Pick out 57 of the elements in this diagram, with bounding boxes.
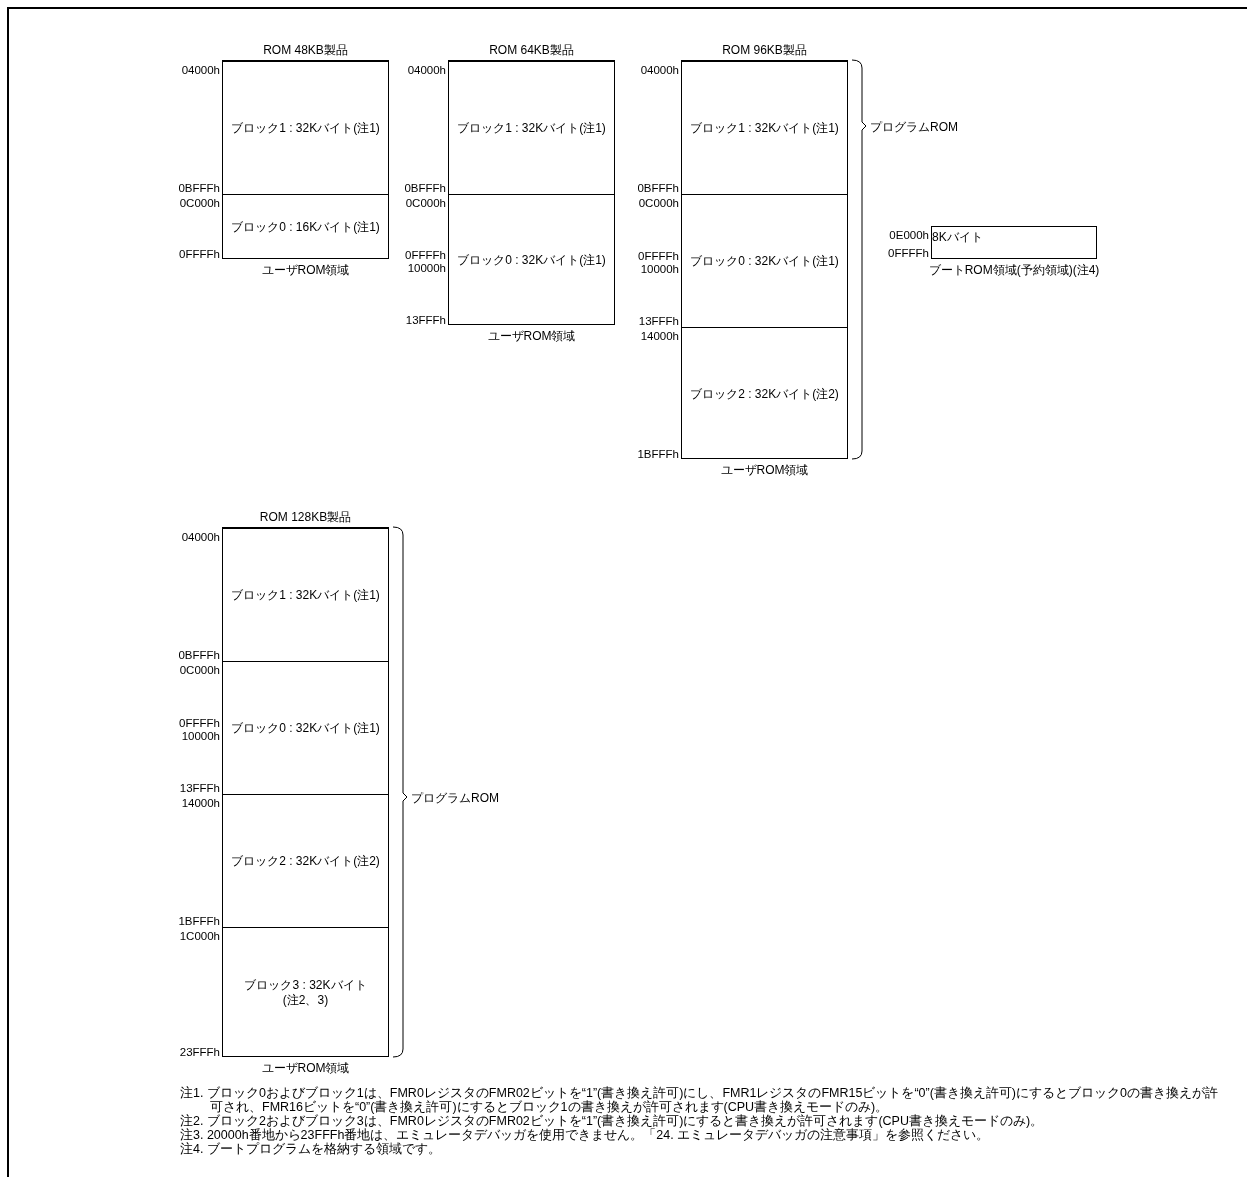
- map-title: ROM 128KB製品: [259, 510, 352, 524]
- address-label: 23FFFh: [178, 1046, 220, 1058]
- address-label: 0FFFFh: [178, 248, 220, 260]
- address-label: 04000h: [180, 531, 220, 543]
- address-label: 0FFFFh: [404, 249, 446, 261]
- address-label: 0C000h: [637, 197, 679, 209]
- address-label: 0BFFFh: [177, 649, 220, 661]
- footnote: 注2. ブロック2およびブロック3は、FMR0レジスタのFMR02ビットを“1”(書き換え許可)にすると書き換えが許可されます(CPU書き換えモードのみ)。: [180, 1114, 1045, 1128]
- address-label: 0BFFFh: [177, 182, 220, 194]
- map-title: ROM 64KB製品: [489, 43, 574, 57]
- block-label: ブロック1 : 32Kバイト(注1): [231, 587, 380, 603]
- address-label: 04000h: [639, 64, 679, 76]
- block-label: ブロック3 : 32Kバイト (注2、3): [243, 978, 368, 1008]
- address-label: 1BFFFh: [636, 448, 679, 460]
- address-label: 04000h: [180, 64, 220, 76]
- address-label: 1BFFFh: [177, 915, 220, 927]
- address-label: 0FFFFh: [637, 249, 679, 262]
- address-label: 0C000h: [178, 664, 220, 676]
- address-label: 13FFFh: [637, 315, 679, 327]
- address-label: 0C000h: [178, 197, 220, 209]
- block-label: ブロック1 : 32Kバイト(注1): [690, 120, 839, 136]
- range-label: プログラムROM: [411, 790, 499, 807]
- address-label: 14000h: [180, 797, 220, 809]
- address-label: 0C000h: [404, 197, 446, 209]
- block-label: ブロック2 : 32Kバイト(注2): [690, 386, 839, 402]
- footnote: 注4. ブートプログラムを格納する領域です。: [180, 1142, 442, 1156]
- address-label: 0BFFFh: [403, 182, 446, 194]
- block-label: ブロック2 : 32Kバイト(注2): [231, 853, 380, 869]
- footnote: 注3. 20000h番地から23FFFh番地は、エミュレータデバッガを使用できません。「24. エミュレータデバッガの注意事項」を参照ください。: [180, 1128, 991, 1142]
- area-caption: ユーザROM領域: [487, 329, 576, 343]
- block-label: ブロック1 : 32Kバイト(注1): [457, 120, 606, 136]
- address-label: 0FFFFh: [178, 716, 220, 729]
- address-label: 14000h: [639, 330, 679, 342]
- footnote: 注1. ブロック0およびブロック1は、FMR0レジスタのFMR02ビットを“1”(書き換え許可)にし、FMR1レジスタのFMR15ビットを“0”(書き換え許可)にするとブロック0の書き換えが許可され、FMR16ビットを“0”(書き換え許可)にするとブロック1の書き換えが許可されます(CPU書き換えモードのみ)。: [180, 1086, 1219, 1114]
- range-label: プログラムROM: [870, 119, 958, 136]
- block-label: ブロック1 : 32Kバイト(注1): [231, 120, 380, 136]
- address-label: 10000h: [639, 262, 679, 275]
- address-label: 0BFFFh: [636, 182, 679, 194]
- block-label: ブロック0 : 32Kバイト(注1): [690, 253, 839, 269]
- area-caption: ブートROM領域(予約領域)(注4): [928, 263, 1100, 277]
- address-label: 13FFFh: [178, 782, 220, 794]
- map-title: ROM 48KB製品: [263, 43, 348, 57]
- address-label: 04000h: [406, 64, 446, 76]
- address-label: 10000h: [180, 729, 220, 742]
- address-label: 0FFFFh: [887, 247, 929, 259]
- block-label: ブロック0 : 32Kバイト(注1): [231, 720, 380, 736]
- block-label: ブロック0 : 16Kバイト(注1): [231, 220, 380, 235]
- block-label: 8Kバイト: [932, 230, 983, 244]
- map-title: ROM 96KB製品: [722, 43, 807, 57]
- area-caption: ユーザROM領域: [720, 463, 809, 477]
- area-caption: ユーザROM領域: [261, 1061, 350, 1075]
- address-label: 0E000h: [888, 229, 929, 241]
- address-label: 10000h: [406, 262, 446, 274]
- area-caption: ユーザROM領域: [261, 263, 350, 277]
- address-label: 1C000h: [178, 930, 220, 942]
- block-label: ブロック0 : 32Kバイト(注1): [457, 253, 606, 268]
- address-label: 13FFFh: [404, 314, 446, 326]
